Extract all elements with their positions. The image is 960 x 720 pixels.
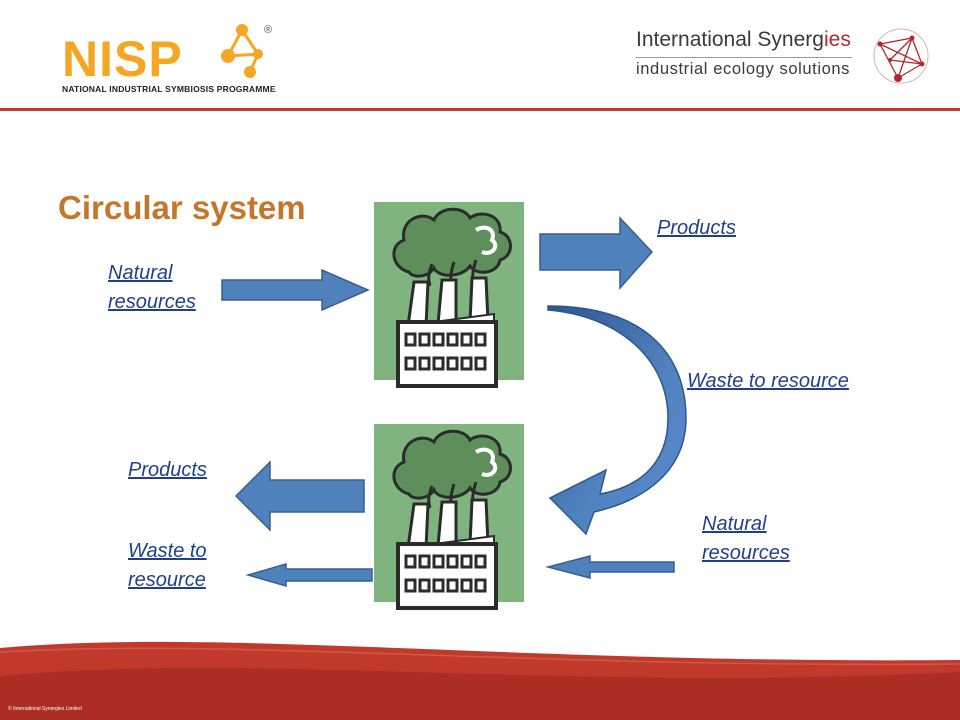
- label-products-top[interactable]: Products: [657, 217, 736, 239]
- is-logo-tagline: industrial ecology solutions: [636, 60, 850, 78]
- slide-title: Circular system: [58, 189, 306, 226]
- factory-icon-bottom: [372, 422, 526, 610]
- label-waste-to-resource-bottom[interactable]: Waste to resource: [128, 540, 207, 591]
- nisp-logo: NISP ® NATIONAL INDUSTRIAL SYMBIOSIS PRO…: [50, 20, 280, 98]
- nisp-logo-subtitle: NATIONAL INDUSTRIAL SYMBIOSIS PROGRAMME: [62, 84, 276, 94]
- is-logo-rule: [636, 57, 852, 58]
- label-natural-resources-bottom[interactable]: Natural resources: [702, 513, 790, 564]
- waste-out-arrow-bottom: [245, 563, 373, 587]
- is-logo-name: International Synergies: [636, 28, 851, 51]
- label-waste-to-resource-right[interactable]: Waste to resource: [687, 370, 849, 392]
- header-divider: [0, 108, 960, 111]
- label-natural-resources-top[interactable]: Natural resources: [108, 262, 196, 313]
- footer-copyright: © International Synergies Limited: [8, 706, 82, 712]
- products-out-arrow-bottom: [234, 460, 365, 532]
- registered-mark: ®: [264, 24, 273, 36]
- natural-resources-in-arrow-top: [221, 268, 370, 312]
- waste-to-resource-curved-arrow: [547, 305, 687, 536]
- molecule-icon: [221, 24, 263, 78]
- natural-resources-in-arrow-bottom: [545, 555, 675, 579]
- international-synergies-logo: International Synergies industrial ecolo…: [636, 26, 936, 86]
- factory-icon-top: [372, 200, 526, 388]
- products-out-arrow-top: [539, 216, 654, 290]
- network-globe-icon: [873, 28, 929, 84]
- label-products-bottom[interactable]: Products: [128, 459, 207, 481]
- nisp-logo-word: NISP: [62, 31, 183, 87]
- slide-header: NISP ® NATIONAL INDUSTRIAL SYMBIOSIS PRO…: [0, 0, 960, 108]
